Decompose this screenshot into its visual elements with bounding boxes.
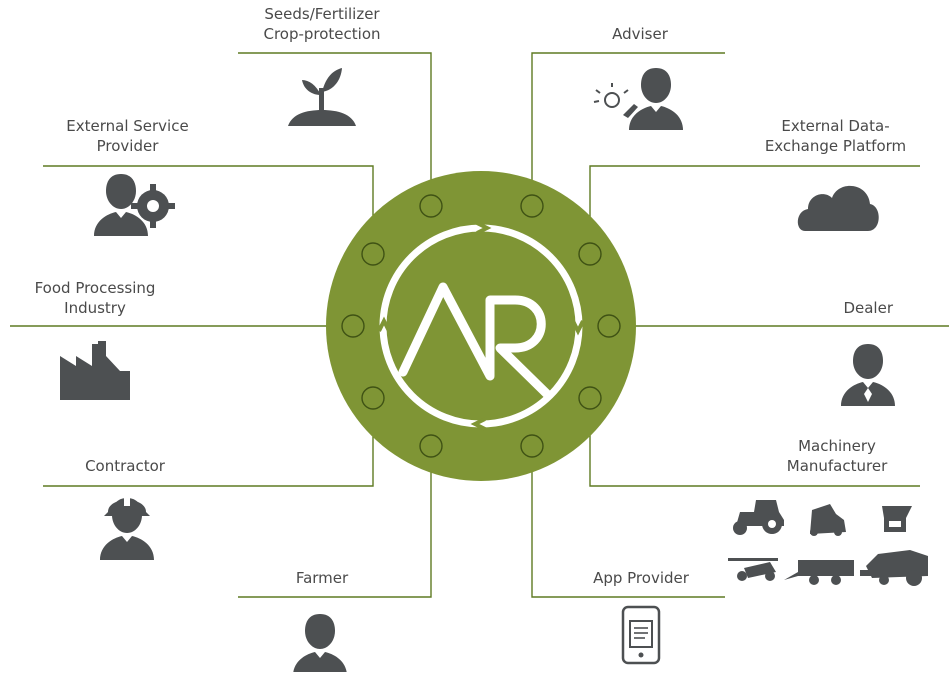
label-farmer: Farmer — [295, 569, 349, 587]
label-machinery-line2: Manufacturer — [786, 457, 888, 475]
knob-ext-data — [578, 242, 602, 266]
label-seeds-line2: Crop-protection — [263, 25, 381, 43]
sprout-icon — [288, 68, 356, 126]
label-ext-data-line1: External Data- — [781, 117, 890, 135]
connector-lines — [10, 52, 949, 598]
label-contractor: Contractor — [85, 457, 165, 475]
factory-icon — [60, 341, 130, 400]
label-seeds-line1: Seeds/Fertilizer — [264, 5, 380, 23]
businessman-icon — [841, 344, 895, 406]
ar-hub — [326, 171, 636, 481]
knob-farmer — [419, 434, 443, 458]
knob-adviser — [520, 194, 544, 218]
ring-arrow-bottom — [470, 417, 486, 431]
sprayer-icon — [728, 558, 778, 581]
label-ext-service: External Service Provider — [40, 116, 215, 156]
knob-dealer — [597, 314, 621, 338]
label-food-line1: Food Processing — [34, 279, 156, 297]
forage-harvester-icon — [810, 504, 846, 536]
knob-app — [520, 434, 544, 458]
label-adviser: Adviser — [612, 25, 668, 43]
label-ext-service-line1: External Service — [66, 117, 189, 135]
line-farmer — [238, 457, 432, 598]
label-seeds: Seeds/Fertilizer Crop-protection — [232, 4, 412, 44]
knob-contractor — [361, 386, 385, 410]
label-ext-service-line2: Provider — [96, 137, 159, 155]
label-ext-data: External Data- Exchange Platform — [748, 116, 923, 156]
line-ext-service — [43, 165, 374, 243]
label-ext-data-line2: Exchange Platform — [764, 137, 907, 155]
trailer-icon — [784, 560, 854, 585]
tablet-icon — [621, 605, 661, 665]
tractor-icon — [733, 500, 784, 535]
knob-food — [341, 314, 365, 338]
farm-machines-icons — [728, 500, 928, 586]
label-app: App Provider — [593, 569, 689, 587]
farmer-icon — [293, 614, 347, 676]
hardhat-worker-icon — [100, 496, 154, 560]
label-food: Food Processing Industry — [10, 278, 180, 318]
adviser-lightbulb-icon — [593, 68, 683, 130]
seed-drill-icon — [882, 506, 912, 532]
label-dealer: Dealer — [843, 299, 893, 317]
line-adviser — [531, 52, 725, 195]
combine-harvester-icon — [860, 550, 928, 586]
ring-arrow-left — [377, 316, 391, 332]
knob-machinery — [578, 386, 602, 410]
line-seeds — [238, 52, 432, 195]
cloud-icon — [797, 185, 879, 231]
knob-seeds — [419, 194, 443, 218]
hub-disc — [326, 171, 636, 481]
ring-arrow-right — [571, 320, 585, 336]
label-machinery-line1: Machinery — [798, 437, 876, 455]
ring-arrow-top — [476, 221, 492, 235]
ar-logo-mark — [398, 282, 553, 400]
knob-ext-service — [361, 242, 385, 266]
label-food-line2: Industry — [64, 299, 126, 317]
line-app — [531, 457, 725, 598]
person-gear-icon — [94, 174, 175, 236]
label-machinery: Machinery Manufacturer — [762, 436, 912, 476]
